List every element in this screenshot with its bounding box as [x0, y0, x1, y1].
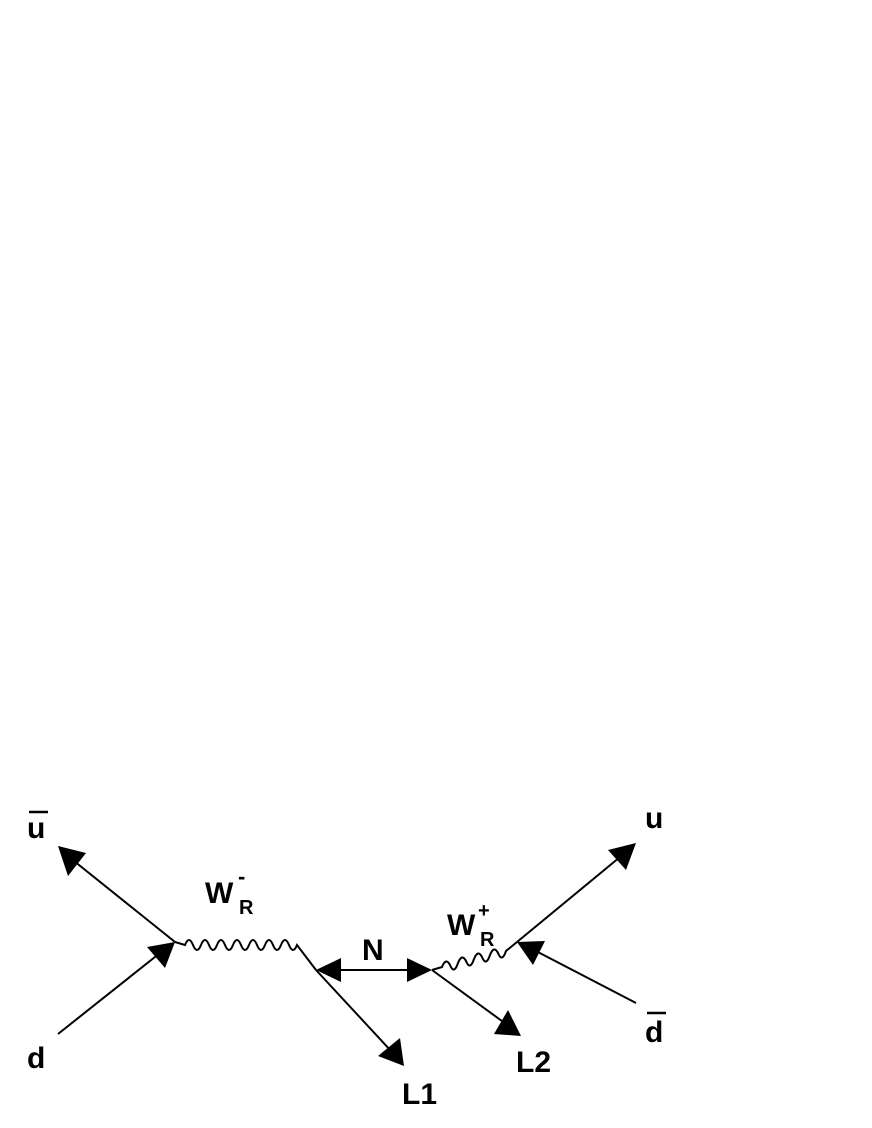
label-l1: L1: [402, 1078, 437, 1111]
label-u: u: [645, 802, 663, 835]
d-arrow-icon: [147, 942, 175, 968]
l2-line: [431, 969, 507, 1025]
label-w-minus-sup: -: [238, 864, 245, 889]
u-arrow-icon: [608, 843, 636, 870]
n-right-arrow-icon: [407, 958, 432, 982]
label-l2: L2: [516, 1046, 551, 1079]
u-bar-arrow-icon: [58, 846, 86, 876]
d-line: [57, 952, 161, 1035]
u-bar-line: [73, 860, 176, 943]
label-w-minus-sub: R: [239, 897, 254, 919]
n-left-arrow-icon: [316, 958, 341, 982]
d-bar-arrow-icon: [517, 941, 545, 965]
w-minus-propagator: [174, 939, 317, 971]
label-u-bar: u: [27, 812, 45, 845]
label-d: d: [27, 1042, 45, 1075]
label-d-bar: d: [645, 1016, 663, 1049]
d-bar-line: [533, 949, 637, 1004]
label-w-plus: W: [447, 909, 476, 942]
l1-line: [315, 969, 393, 1053]
l2-arrow-icon: [494, 1010, 521, 1036]
label-n: N: [362, 934, 384, 967]
w-plus-propagator: [431, 941, 518, 971]
label-w-plus-sub: R: [480, 929, 495, 951]
label-w-plus-sup: +: [478, 900, 490, 922]
label-w-minus: W: [205, 877, 234, 910]
l1-arrow-icon: [378, 1038, 404, 1066]
u-line: [516, 856, 621, 943]
